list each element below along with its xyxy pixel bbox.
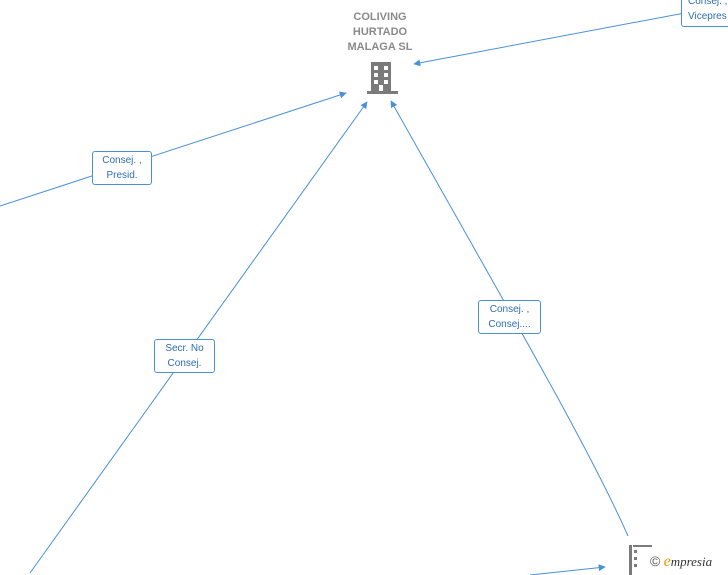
edge-label-left-presid[interactable]: Consej. , Presid.: [92, 151, 152, 185]
brand-name: mpresia: [670, 554, 713, 569]
building-icon-partial[interactable]: [629, 545, 652, 575]
empresia-watermark: © empresia: [650, 553, 712, 573]
company-node-title[interactable]: COLIVING HURTADO MALAGA SL: [330, 10, 430, 55]
edge-label-line: Consej. ,: [489, 304, 530, 315]
company-name-line-1: COLIVING: [353, 11, 407, 23]
edge-label-line: Consej....: [488, 319, 531, 330]
edge-label-line: Presid.: [106, 170, 138, 181]
edge-label-top-right[interactable]: Consej. , Vicepres: [681, 0, 728, 27]
edge-line-top-right: [413, 11, 691, 67]
edge-label-line: Vicepres: [688, 11, 727, 22]
edge-line-left-presid: [0, 91, 347, 207]
edge-line-right-consej: [390, 100, 629, 537]
edge-line-left-secr: [29, 101, 368, 574]
company-name-line-2: HURTADO: [352, 26, 408, 38]
company-name-line-3: MALAGA SL: [347, 41, 413, 53]
edge-label-right-consej[interactable]: Consej. , Consej....: [478, 300, 541, 334]
edge-label-line: Consej. ,: [102, 155, 142, 166]
brand-initial: e: [663, 553, 671, 570]
building-icon[interactable]: [367, 62, 398, 94]
edge-label-left-secr[interactable]: Secr. No Consej.: [154, 339, 215, 373]
edge-label-line: Consej.: [167, 358, 202, 369]
copyright-symbol: ©: [650, 553, 661, 569]
edge-label-line: Consej. ,: [688, 0, 728, 7]
edge-label-line: Secr. No: [165, 343, 204, 354]
edge-line-bottom: [529, 564, 606, 575]
